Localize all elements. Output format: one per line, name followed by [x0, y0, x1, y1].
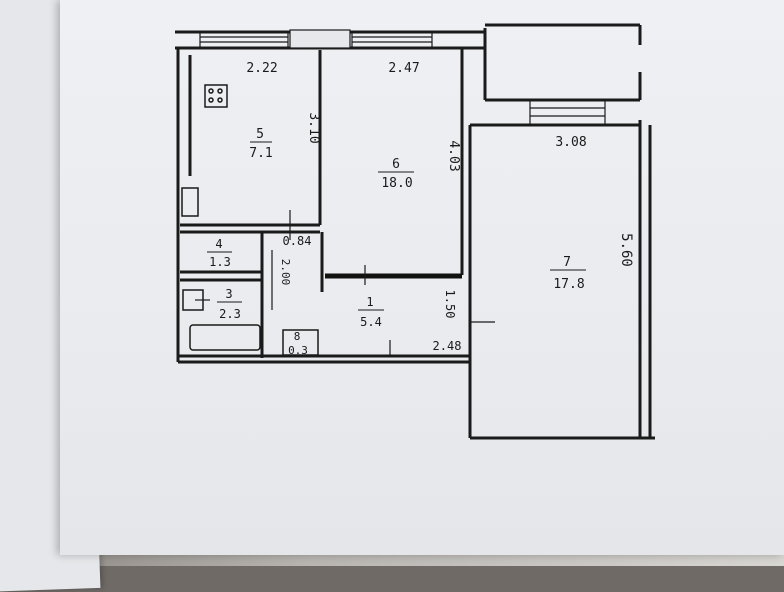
sink-icon [181, 187, 199, 217]
dimension-label: 3.08 [555, 135, 586, 150]
stove-icon [204, 84, 228, 108]
room-area: 1.3 [209, 255, 231, 269]
room-area: 2.3 [219, 307, 241, 321]
dimension-label: 3.10 [306, 112, 321, 143]
room-number: 8 [294, 330, 301, 343]
room-number: 3 [225, 287, 232, 301]
dimension-label: 2.47 [388, 61, 419, 76]
dimension-labels: 2.22 2.47 3.08 2.48 0.84 3.10 4.03 5.60 … [246, 61, 634, 353]
dimension-label: 4.03 [446, 140, 461, 171]
windows [199, 29, 606, 126]
room-number: 6 [392, 157, 400, 172]
toilet-icon [282, 329, 319, 356]
bathtub-icon [189, 324, 261, 351]
fixtures [181, 84, 319, 356]
room-area: 17.8 [553, 277, 584, 292]
room-number: 7 [563, 255, 571, 270]
room-area: 7.1 [249, 146, 272, 161]
room-number: 5 [256, 127, 264, 142]
floor-plan: 5 7.1 6 18.0 7 17.8 4 1.3 3 2.3 1 5.4 8 … [175, 23, 655, 440]
dimension-label: 0.84 [283, 234, 312, 248]
room-area: 18.0 [381, 176, 412, 191]
room-area: 5.4 [360, 315, 382, 329]
room-number: 4 [215, 237, 222, 251]
dimension-ticks [195, 210, 495, 356]
walls [175, 23, 655, 440]
room-area: 0.3 [288, 344, 308, 357]
dimension-label: 2.48 [433, 339, 462, 353]
dimension-label: 1.50 [443, 290, 457, 319]
dimension-label: 2.00 [279, 259, 292, 286]
room-labels: 5 7.1 6 18.0 7 17.8 4 1.3 3 2.3 1 5.4 8 … [207, 127, 586, 357]
room-number: 1 [366, 295, 373, 309]
dimension-label: 5.60 [618, 233, 634, 267]
dimension-label: 2.22 [246, 61, 277, 76]
